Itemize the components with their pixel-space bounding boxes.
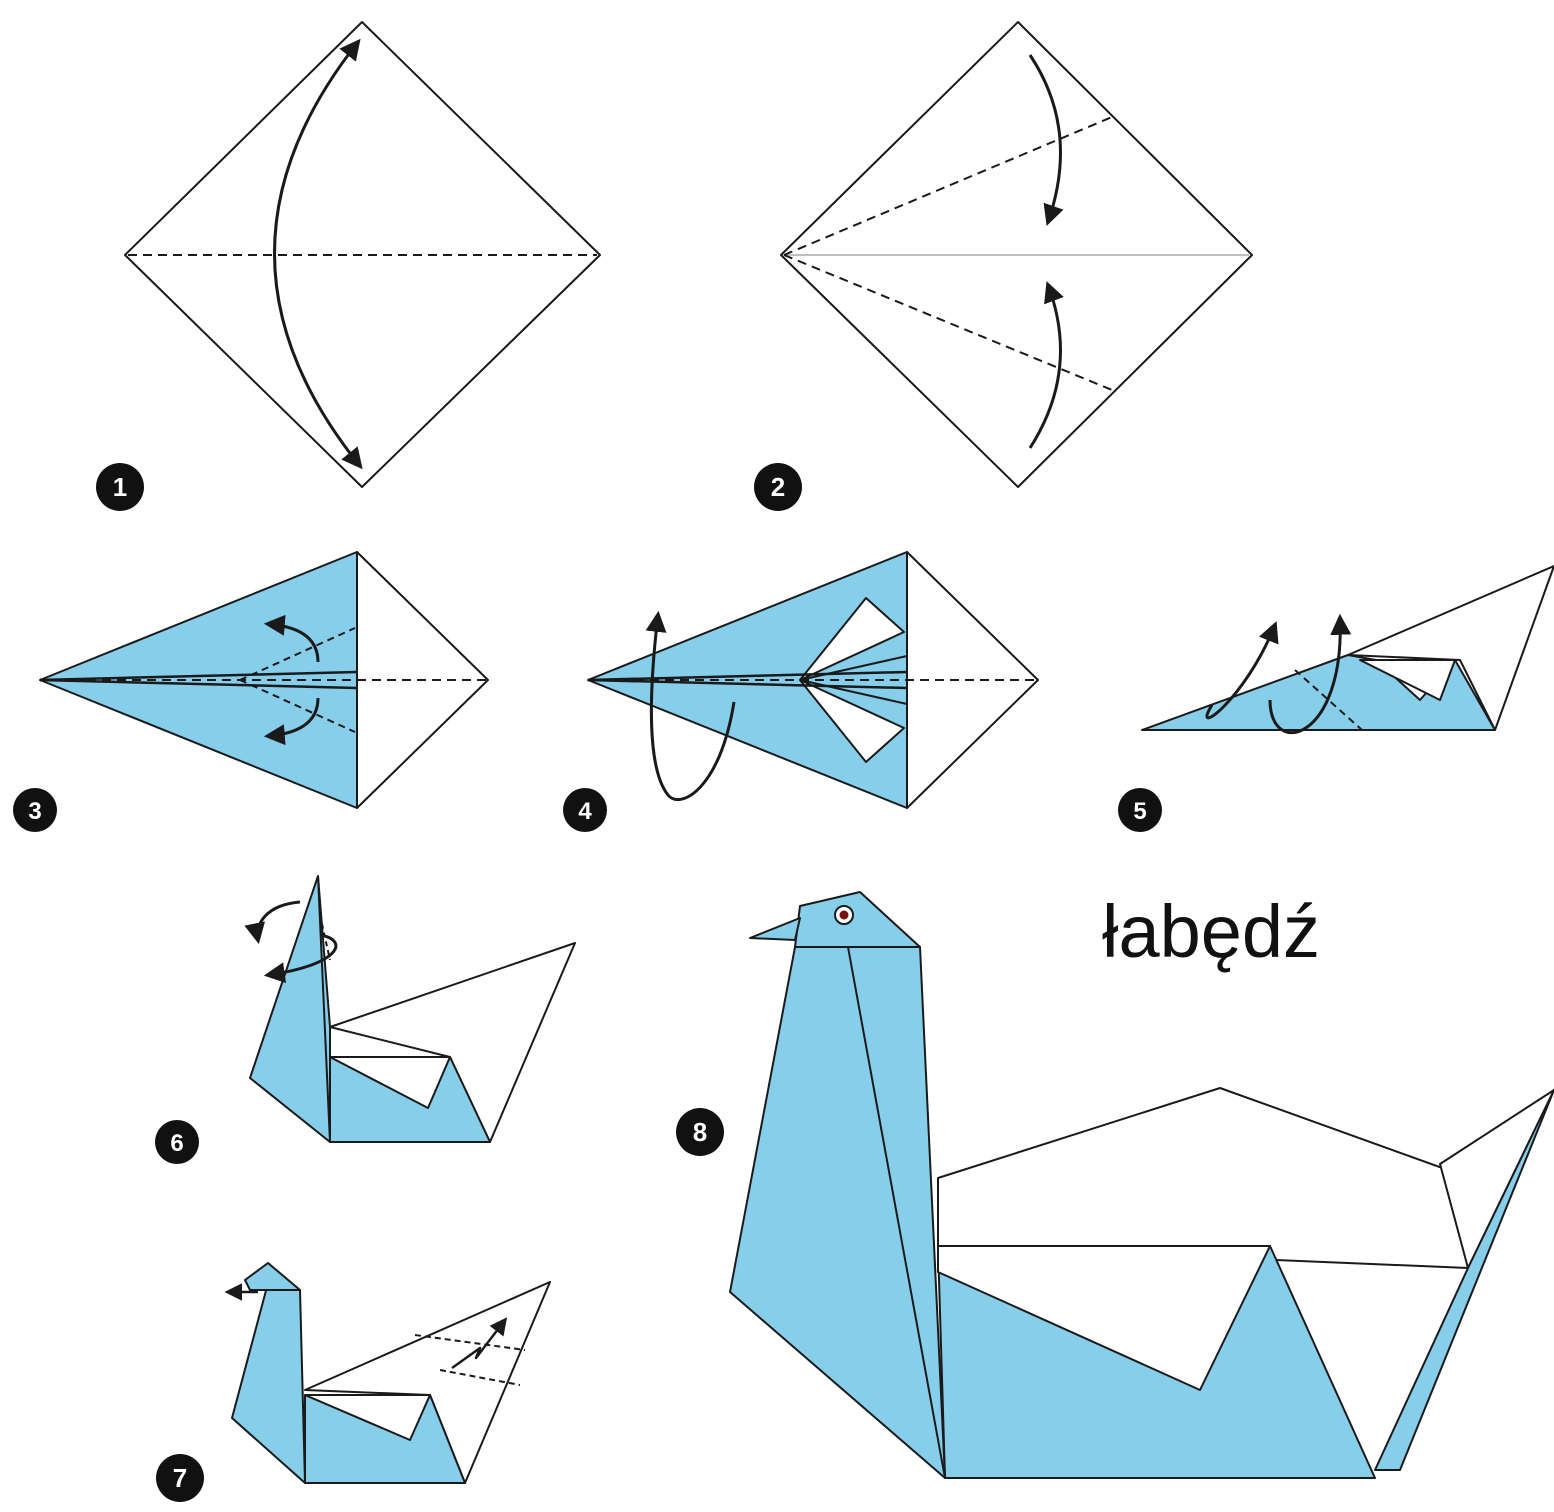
step-2-diagram bbox=[781, 22, 1252, 487]
step-4-diagram bbox=[588, 552, 1038, 808]
step-badge-5: 5 bbox=[1118, 788, 1162, 832]
step-badge-3: 3 bbox=[13, 788, 57, 832]
diagram-title: łabędź bbox=[1102, 895, 1320, 969]
step-badge-2: 2 bbox=[754, 463, 802, 511]
step-badge-6: 6 bbox=[155, 1120, 199, 1164]
step-number: 6 bbox=[170, 1130, 183, 1157]
step-5-diagram bbox=[1142, 566, 1554, 733]
head-blue bbox=[245, 1263, 300, 1290]
step-number: 8 bbox=[693, 1117, 707, 1147]
step-number: 1 bbox=[113, 472, 127, 502]
step-number: 2 bbox=[771, 472, 785, 502]
tail-white-back bbox=[938, 1088, 1498, 1268]
beak-blue bbox=[750, 918, 800, 940]
rotate-arrow-top bbox=[257, 902, 300, 940]
step-8-diagram bbox=[730, 892, 1554, 1478]
step-number: 5 bbox=[1133, 798, 1146, 825]
step-badge-8: 8 bbox=[676, 1108, 724, 1156]
neck-blue bbox=[232, 1283, 305, 1483]
neck-blue bbox=[730, 947, 945, 1478]
step-number: 3 bbox=[28, 798, 41, 825]
step-badge-4: 4 bbox=[563, 788, 607, 832]
step-1-diagram bbox=[125, 22, 600, 487]
step-number: 4 bbox=[578, 798, 592, 825]
step-7-diagram bbox=[228, 1263, 550, 1483]
step-6-diagram bbox=[250, 876, 575, 1142]
step-badge-1: 1 bbox=[96, 463, 144, 511]
head-blue bbox=[795, 892, 920, 947]
step-badge-7: 7 bbox=[156, 1454, 204, 1502]
step-3-diagram bbox=[40, 552, 488, 808]
step-number: 7 bbox=[173, 1463, 187, 1493]
neck-blue bbox=[250, 876, 330, 1142]
eye-pupil bbox=[840, 911, 849, 920]
